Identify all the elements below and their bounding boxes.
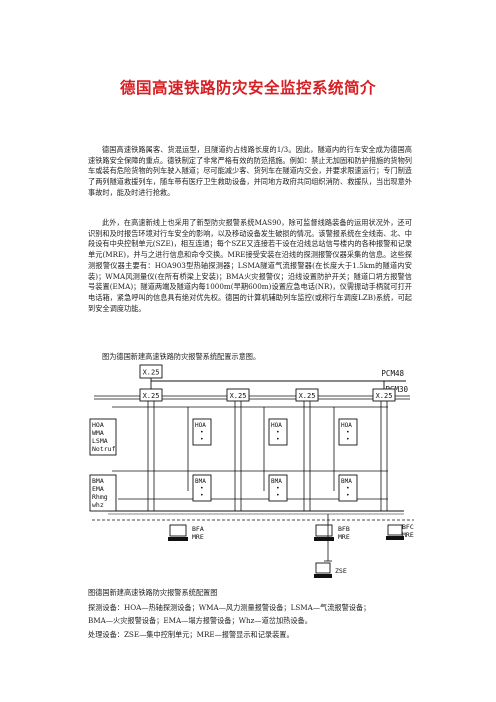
hoa-box-b-dot1: • [276, 429, 280, 436]
x25-node-c [295, 388, 319, 402]
stack-top-label-2: LSMA [92, 437, 108, 445]
x25-node-d [372, 388, 396, 402]
x25-label-a: X.25 [143, 392, 160, 400]
pcm48-label: PCM48 [381, 369, 404, 378]
figure-caption: 图德国新建高速铁路防灾报警系统配置图 [88, 588, 218, 597]
bma-box-c [338, 474, 358, 502]
hoa-box-c-dot1: • [346, 429, 350, 436]
hoa-box-c [338, 418, 358, 446]
detector-stack-top [89, 418, 117, 456]
terminal-bfc-label: BFC [402, 523, 414, 531]
bma-box-c-dot1: • [346, 485, 350, 492]
bma-box-b [268, 474, 288, 502]
terminal-bfa-label: BFA [192, 525, 204, 533]
hoa-box-b-label: HOA [271, 422, 282, 429]
bma-box-b-dot1: • [276, 485, 280, 492]
terminal-bfa-icon [168, 524, 188, 541]
terminal-bfb-label: BFB [338, 525, 350, 533]
terminal-bfa-mre-label: MRE [192, 533, 204, 541]
hoa-box-c-label: HOA [341, 422, 352, 429]
alarm-system-diagram: X.25 PCM48 PCM30 X.25 X.25 X.25 X.25 HOA… [89, 364, 414, 578]
bma-box-a-dot2: • [200, 492, 204, 499]
hoa-box-a-label: HOA [195, 422, 206, 429]
bma-box-c-dot2: • [346, 492, 350, 499]
hoa-box-a-dot2: • [200, 436, 204, 443]
stack-bottom-label-1: EMA [92, 485, 104, 493]
bma-box-b-dot2: • [276, 492, 280, 499]
x25-node-b [226, 388, 250, 402]
bma-box-a-label: BMA [195, 478, 206, 485]
legend-line-3: 处理设备：ZSE—集中控制单元；MRE—报警显示和记录装置。 [88, 630, 294, 639]
x25-label-top: X.25 [143, 369, 160, 377]
x25-node-a [139, 388, 163, 402]
hoa-box-a [192, 418, 212, 446]
stack-top-label-1: WMA [92, 429, 104, 437]
document-title: 德国高速铁路防灾安全监控系统简介 [119, 79, 376, 97]
stack-top-label-3: Notruf [92, 445, 116, 453]
stack-top-label-0: HOA [92, 421, 104, 429]
terminal-bfb-icon [314, 524, 334, 541]
x25-label-d: X.25 [376, 392, 393, 400]
bma-box-a-dot1: • [200, 485, 204, 492]
bma-box-c-label: BMA [341, 478, 352, 485]
legend-line-1: 探测设备：HOA—热轴探测设备；WMA—风力测量报警设备；LSMA—气流报警设备… [88, 603, 371, 612]
legend-line-2: BMA—火灾报警设备；EMA—塌方报警设备；Whz—道岔加热设备。 [88, 616, 312, 625]
x25-label-c: X.25 [299, 392, 316, 400]
bma-box-a [192, 474, 212, 502]
pcm30-label: PCM30 [385, 385, 408, 394]
hoa-box-a-dot1: • [200, 429, 204, 436]
paragraph-intro: 德国高速铁路属客、货混运型，且隧道约占线路长度的1/3。因此，隧道内的行车安全成… [88, 145, 412, 197]
stack-bottom-label-2: Rhmg [92, 493, 108, 501]
hoa-box-b-dot2: • [276, 436, 280, 443]
paragraph-system: 此外，在高速新线上也采用了新型防灾报警系统MAS90，除可监督线路装备的运用状况… [88, 218, 412, 313]
paragraph-figure-ref: 图为德国新建高速铁路防灾报警系统配置示意图。 [102, 352, 261, 361]
hoa-box-b [268, 418, 288, 446]
terminal-bfc-icon [386, 524, 404, 540]
stack-bottom-label-3: whz [92, 501, 104, 509]
hoa-box-c-dot2: • [346, 436, 350, 443]
bma-box-b-label: BMA [271, 478, 282, 485]
stack-bottom-label-0: BMA [92, 477, 104, 485]
x25-label-b: X.25 [230, 392, 247, 400]
terminal-zse-label: ZSE [335, 567, 347, 575]
terminal-bfb-mre-label: MRE [338, 533, 350, 541]
detector-stack-bottom [89, 474, 117, 512]
terminal-zse-icon [314, 562, 332, 578]
terminal-bfc-mre-label: MRE [402, 531, 414, 539]
